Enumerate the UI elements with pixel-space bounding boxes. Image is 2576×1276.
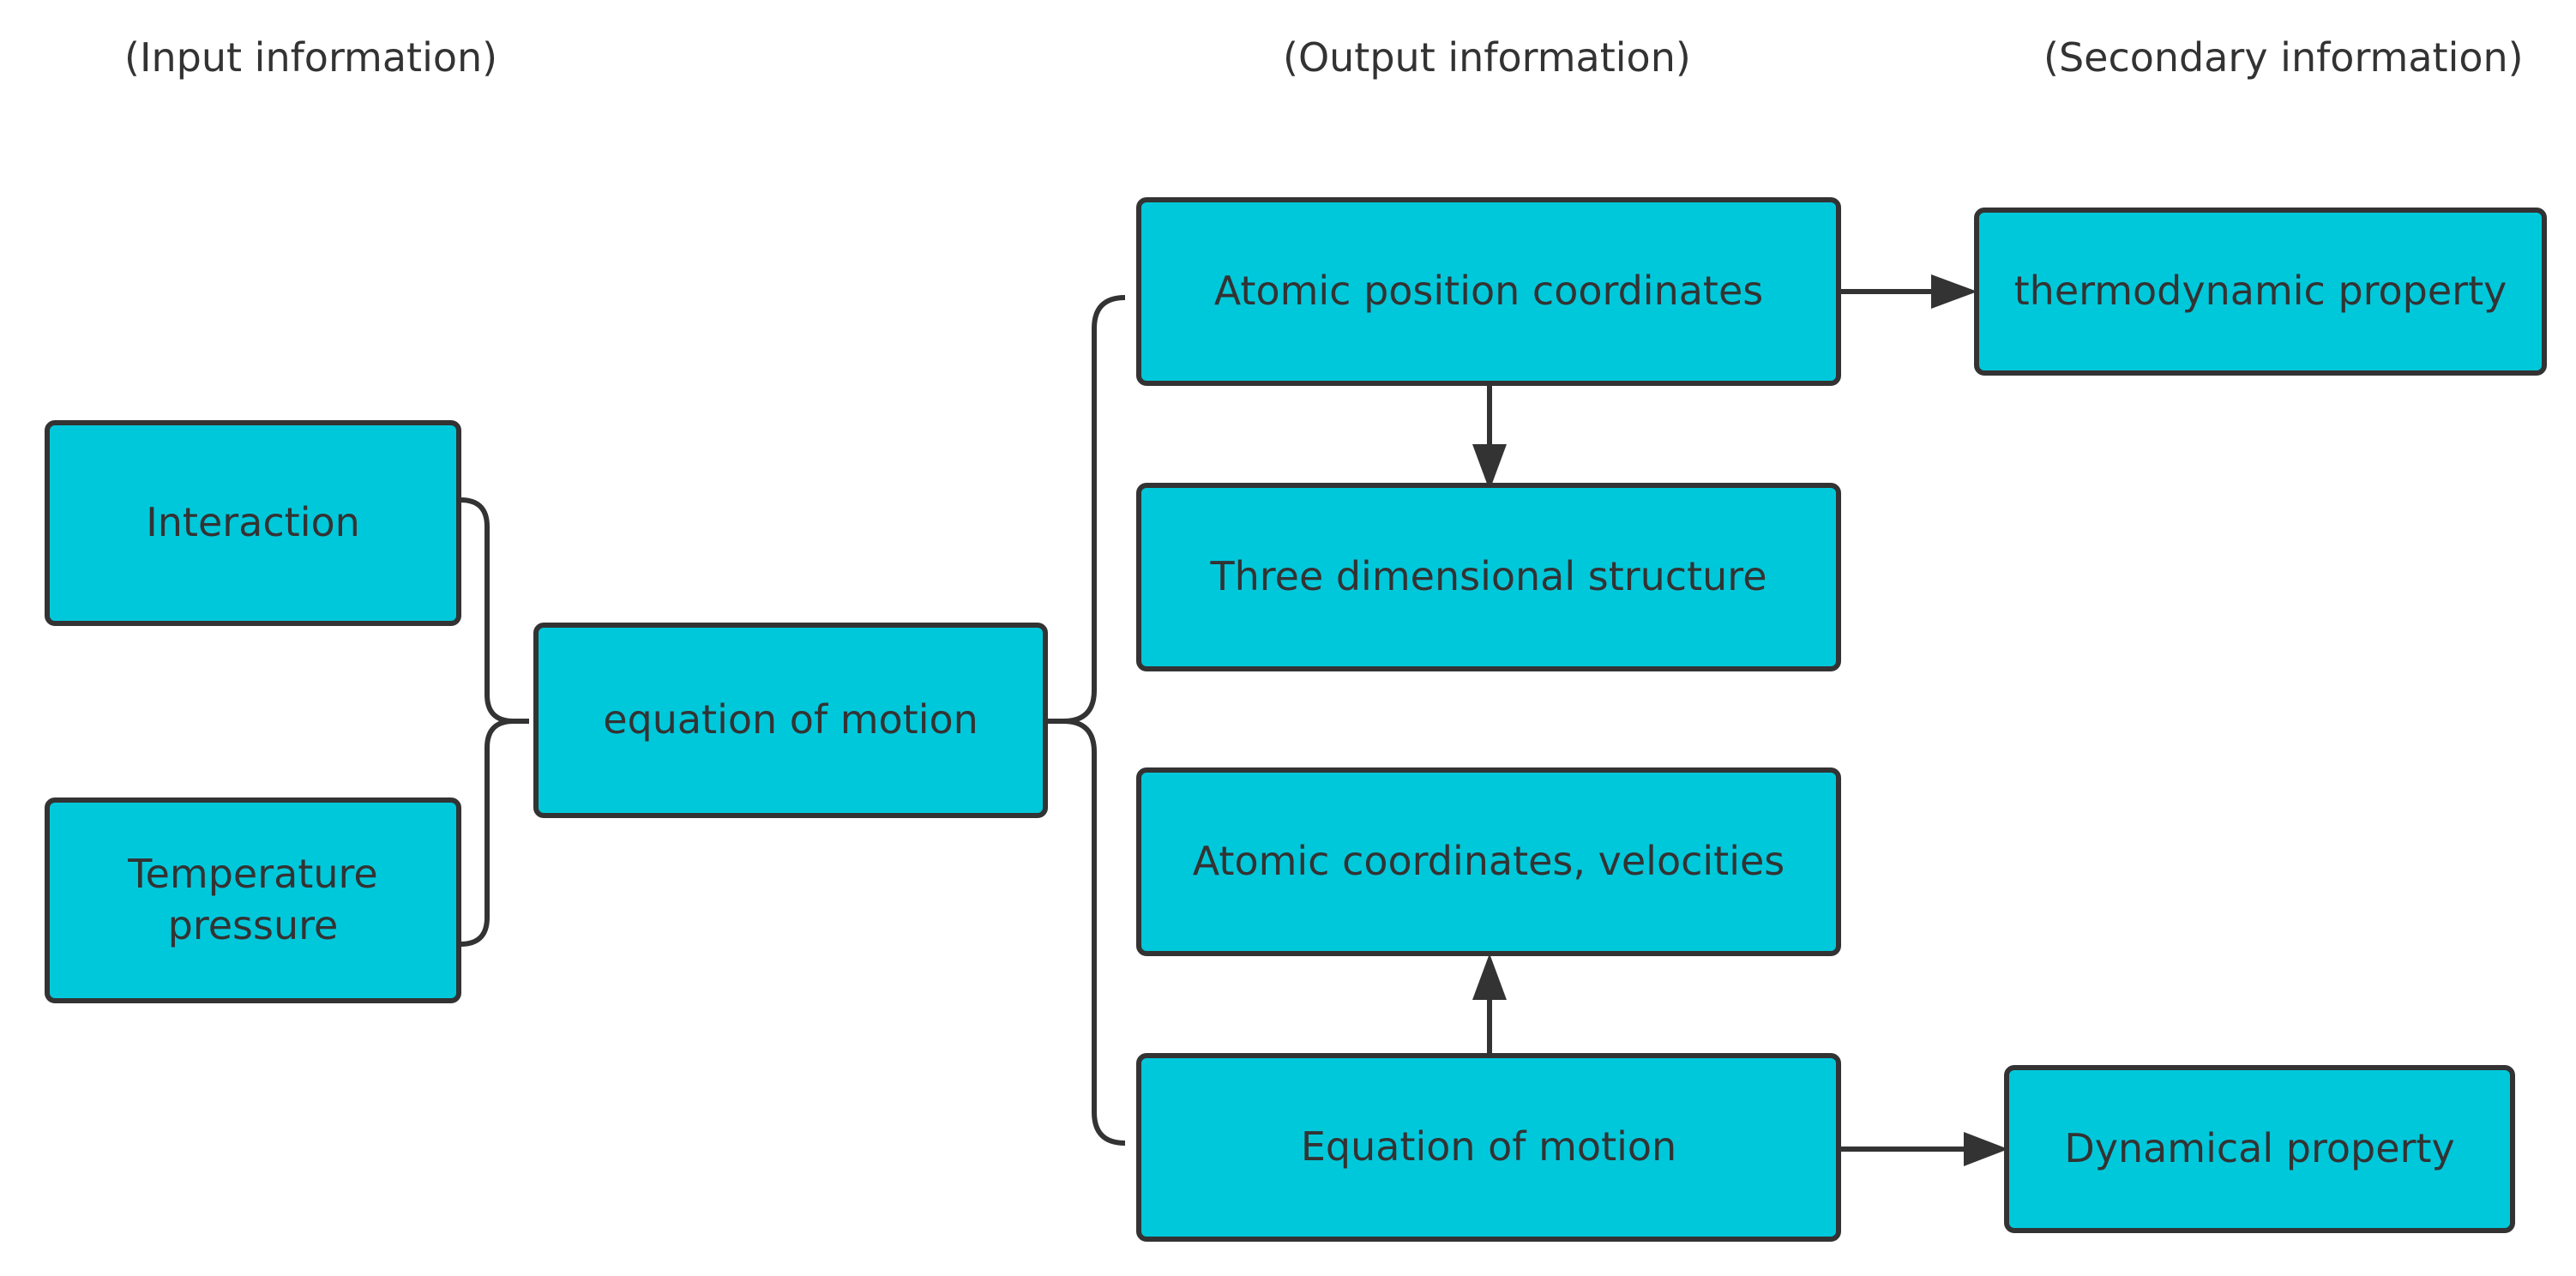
dynamical-property-label: Dynamical property [2064,1125,2455,1172]
output-information-header: (Output information) [1283,34,1691,81]
thermodynamic-property-label: thermodynamic property [2013,268,2507,315]
arrowhead-thermodynamic [1931,274,1977,309]
interaction-label: Interaction [146,499,360,546]
interaction-box: Interaction [45,420,461,626]
pressure-label: pressure [167,902,339,948]
input-information-header: (Input information) [124,34,498,81]
atomic-position-coordinates-label: Atomic position coordinates [1213,268,1764,315]
equation-of-motion-box: equation of motion [533,623,1048,818]
input-brace [460,497,529,947]
temperature-pressure-box: Temperature pressure [45,798,461,1003]
temperature-pressure-label: Temperature pressure [128,849,377,952]
three-dimensional-structure-label: Three dimensional structure [1210,553,1767,600]
thermodynamic-property-box: thermodynamic property [1974,208,2547,376]
equation-of-motion-output-label: Equation of motion [1300,1123,1677,1171]
three-dimensional-structure-box: Three dimensional structure [1136,483,1841,671]
equation-of-motion-output-box: Equation of motion [1136,1053,1841,1242]
arrowhead-dynamical [1964,1132,2008,1166]
equation-of-motion-label: equation of motion [603,696,978,743]
atomic-coordinates-velocities-box: Atomic coordinates, velocities [1136,767,1841,956]
atomic-position-coordinates-box: Atomic position coordinates [1136,197,1841,386]
output-brace [1048,295,1126,1146]
secondary-information-header: (Secondary information) [2043,34,2524,81]
atomic-coordinates-velocities-label: Atomic coordinates, velocities [1192,838,1785,885]
dynamical-property-box: Dynamical property [2004,1065,2515,1233]
temperature-label: Temperature [128,851,378,898]
arrowhead-atomic-coordinates-velocities [1472,954,1507,1000]
